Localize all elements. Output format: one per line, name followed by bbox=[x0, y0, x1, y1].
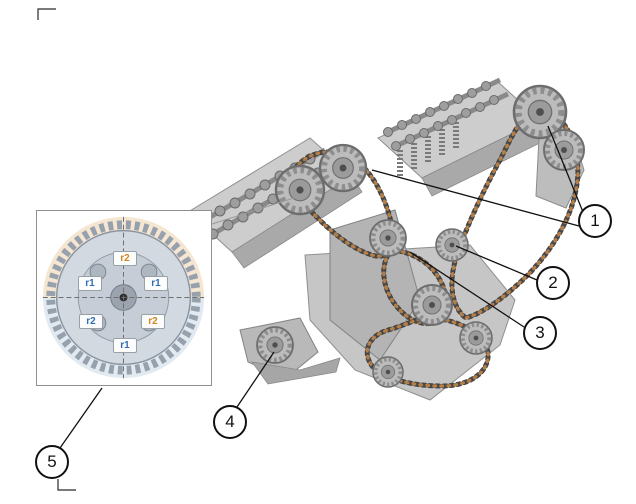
leader-line-1a bbox=[547, 125, 584, 213]
inset-label-r2-lower-right: r2 bbox=[141, 314, 165, 329]
ancillary-pulley bbox=[257, 327, 293, 363]
left-camshaft-adjuster-rear bbox=[320, 145, 366, 191]
callout-5: 5 bbox=[35, 445, 69, 479]
sprocket-detail-art bbox=[42, 216, 205, 379]
leader-line-5 bbox=[59, 387, 103, 449]
oil-pump-sprocket bbox=[371, 355, 405, 389]
inset-label-r2-top: r2 bbox=[113, 251, 137, 266]
leader-line-1b bbox=[371, 169, 580, 227]
valve-springs bbox=[397, 122, 459, 178]
leader-line-2 bbox=[455, 245, 538, 281]
callout-2: 2 bbox=[536, 266, 570, 300]
inset-label-r2-lower-left: r2 bbox=[79, 314, 103, 329]
callout-4: 4 bbox=[213, 405, 247, 439]
leader-line-4 bbox=[236, 351, 275, 408]
tensioner-sprocket bbox=[436, 229, 468, 261]
detail-inset: r2 r1 r1 r2 r2 r1 bbox=[36, 210, 212, 386]
left-camshaft-adjuster-front bbox=[276, 166, 324, 214]
inset-label-r1-right: r1 bbox=[144, 276, 168, 291]
crankshaft-sprocket bbox=[412, 285, 452, 325]
inset-label-r1-left: r1 bbox=[78, 276, 102, 291]
callout-3: 3 bbox=[523, 316, 557, 350]
inset-connector-line bbox=[211, 197, 295, 225]
lower-right-sprocket bbox=[460, 322, 492, 354]
callout-1: 1 bbox=[578, 204, 612, 238]
crop-mark-bottom-left bbox=[57, 479, 76, 491]
leader-lines bbox=[59, 125, 584, 449]
idler-sprocket bbox=[370, 220, 406, 256]
inset-label-r1-bottom: r1 bbox=[113, 338, 137, 353]
crop-mark-top-left bbox=[37, 8, 56, 20]
leader-line-3 bbox=[409, 251, 525, 328]
right-camshafts bbox=[383, 77, 510, 151]
